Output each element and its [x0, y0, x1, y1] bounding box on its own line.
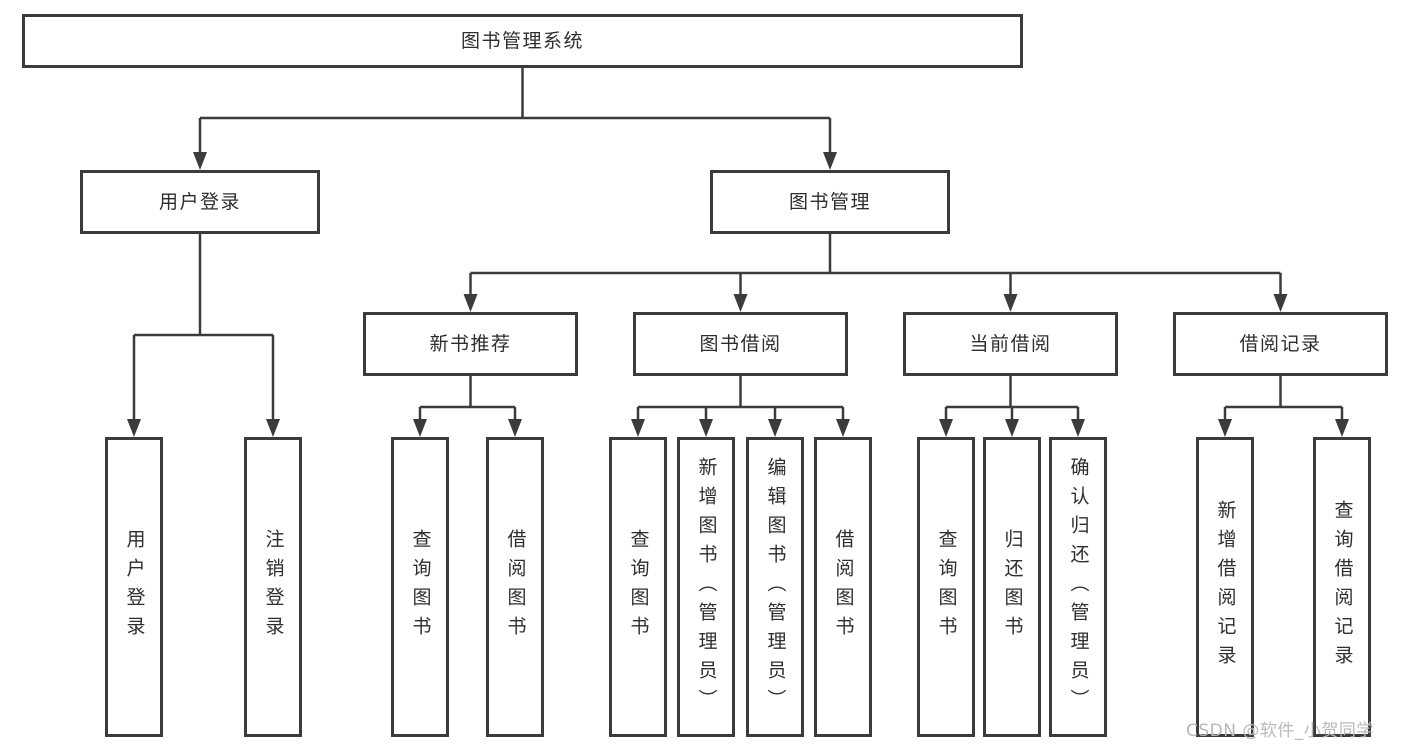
leaf-edit-book-admin-label: 编辑图书（管理员） [764, 456, 787, 718]
leaf-borrow-book-recommend: 借阅图书 [486, 437, 544, 737]
leaf-query-book-current-label: 查询图书 [935, 529, 958, 645]
node-user-login: 用户登录 [80, 170, 320, 234]
leaf-query-book-recommend: 查询图书 [391, 437, 449, 737]
leaf-user-login-label: 用户登录 [123, 529, 146, 645]
leaf-query-borrow-record-label: 查询借阅记录 [1331, 500, 1354, 674]
csdn-watermark: CSDN @软件_小贺同学 [1186, 721, 1374, 741]
leaf-logout-label: 注销登录 [262, 529, 285, 645]
leaf-confirm-return-admin: 确认归还（管理员） [1049, 437, 1107, 737]
leaf-query-book-borrow-label: 查询图书 [627, 529, 650, 645]
node-root-system: 图书管理系统 [22, 14, 1023, 68]
node-current-borrow-label: 当前借阅 [969, 332, 1052, 355]
node-new-book-recommend: 新书推荐 [363, 312, 578, 376]
leaf-query-book-recommend-label: 查询图书 [409, 529, 432, 645]
node-book-management: 图书管理 [710, 170, 950, 234]
leaf-add-book-admin-label: 新增图书（管理员） [695, 456, 718, 718]
leaf-borrow-book: 借阅图书 [814, 437, 872, 737]
leaf-query-book-current: 查询图书 [917, 437, 975, 737]
node-book-management-label: 图书管理 [788, 190, 871, 213]
leaf-confirm-return-admin-label: 确认归还（管理员） [1067, 456, 1090, 718]
arrowheads [127, 152, 1349, 437]
leaf-add-book-admin: 新增图书（管理员） [677, 437, 735, 737]
leaf-query-borrow-record: 查询借阅记录 [1313, 437, 1371, 737]
node-book-borrow: 图书借阅 [633, 312, 848, 376]
leaf-logout: 注销登录 [244, 437, 302, 737]
node-current-borrow: 当前借阅 [903, 312, 1118, 376]
leaf-borrow-book-label: 借阅图书 [832, 529, 855, 645]
node-root-label: 图书管理系统 [460, 29, 584, 52]
leaf-add-borrow-record: 新增借阅记录 [1196, 437, 1254, 737]
node-borrow-record-label: 借阅记录 [1239, 332, 1322, 355]
node-user-login-label: 用户登录 [158, 190, 241, 213]
leaf-user-login: 用户登录 [105, 437, 163, 737]
node-book-borrow-label: 图书借阅 [699, 332, 782, 355]
leaf-borrow-book-recommend-label: 借阅图书 [504, 529, 527, 645]
leaf-query-book-borrow: 查询图书 [609, 437, 667, 737]
leaf-return-book: 归还图书 [983, 437, 1041, 737]
leaf-return-book-label: 归还图书 [1001, 529, 1024, 645]
node-borrow-record: 借阅记录 [1173, 312, 1388, 376]
leaf-add-borrow-record-label: 新增借阅记录 [1214, 500, 1237, 674]
leaf-edit-book-admin: 编辑图书（管理员） [746, 437, 804, 737]
node-new-book-recommend-label: 新书推荐 [429, 332, 512, 355]
